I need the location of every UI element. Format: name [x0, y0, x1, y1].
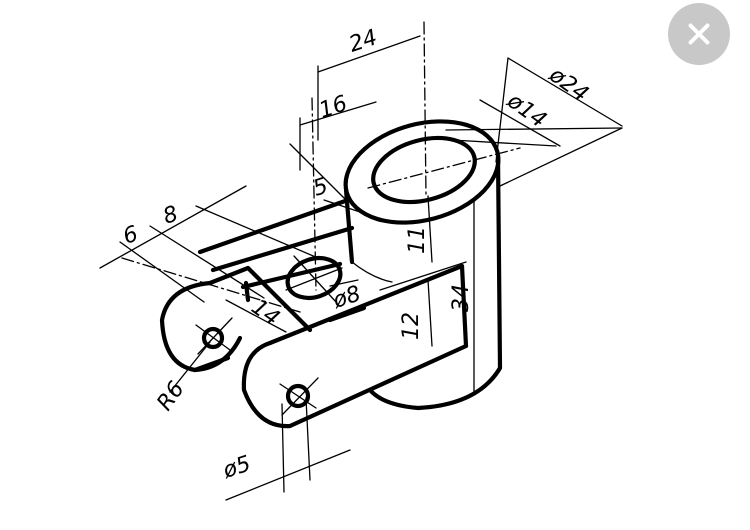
- dim-r6: R6: [152, 377, 189, 415]
- right-fork: [241, 263, 469, 429]
- dim-dia24: ø24: [544, 62, 593, 107]
- dim-8: 8: [160, 202, 181, 230]
- left-fork: [159, 265, 313, 373]
- dimension-labels: 24 16 ø24 ø14 5 6 8 11 34 14 ø8 12 R6 ø5: [120, 25, 593, 484]
- close-button[interactable]: [668, 3, 730, 65]
- dim-dia5: ø5: [219, 451, 254, 484]
- dim-16: 16: [316, 91, 350, 123]
- dim-6: 6: [120, 222, 141, 250]
- dim-24: 24: [346, 25, 380, 57]
- centre-lines: [121, 21, 521, 313]
- dim-34: 34: [449, 284, 474, 312]
- cylinder: [343, 119, 503, 411]
- dimension-lines: [99, 35, 623, 501]
- upper-arm: [197, 197, 355, 303]
- dim-12: 12: [399, 312, 424, 340]
- dim-5: 5: [310, 174, 331, 202]
- dim-11: 11: [405, 226, 430, 254]
